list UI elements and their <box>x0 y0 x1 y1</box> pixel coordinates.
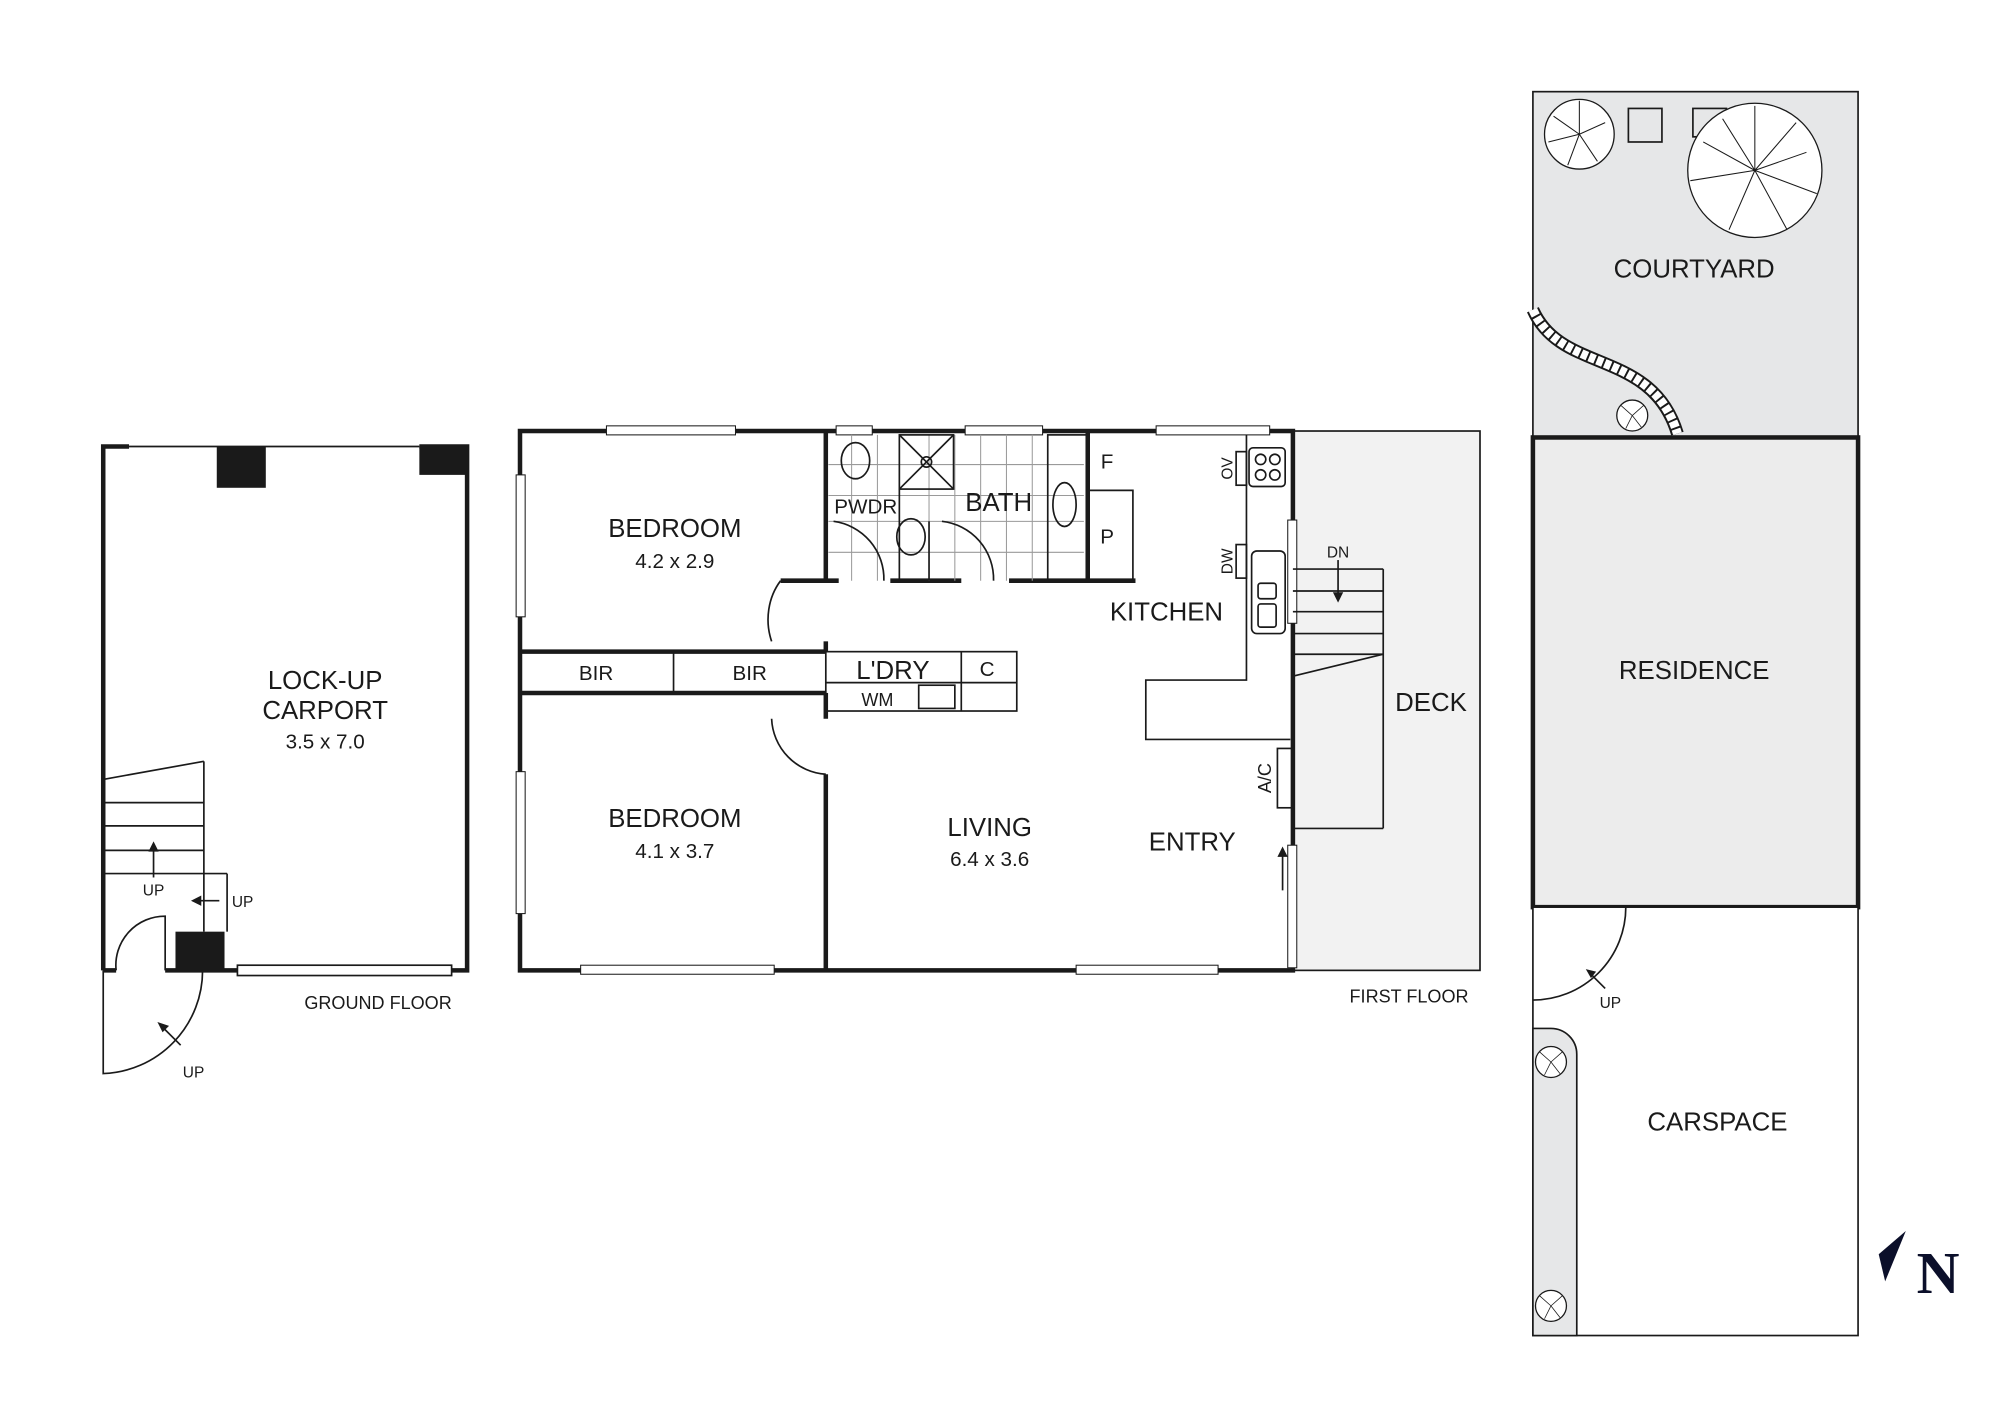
north-arrow-icon <box>1878 1231 1906 1282</box>
room-name-entry: ENTRY <box>1149 828 1236 856</box>
stair-up-label: UP <box>143 883 165 900</box>
tree-icon <box>1687 102 1823 239</box>
deck-stairs <box>1292 560 1385 830</box>
room-dims-living: 6.4 x 3.6 <box>950 848 1029 871</box>
ground-floor-caption: GROUND FLOOR <box>304 993 451 1013</box>
residence-area <box>1530 435 1861 910</box>
ground-floor-plan: UP UP UP LOCK-UP CARPORT 3.5 x 7.0 GROUN… <box>100 444 470 1081</box>
area-name-carspace: CARSPACE <box>1647 1108 1787 1136</box>
column <box>419 446 468 475</box>
column <box>216 446 266 488</box>
room-name-deck: DECK <box>1395 689 1467 717</box>
fridge-label: F <box>1101 450 1114 473</box>
stair-up-label: UP <box>183 1064 205 1081</box>
bath-tiles <box>828 434 1084 581</box>
garden-bed <box>1532 1027 1578 1337</box>
ground-stairs <box>103 760 228 932</box>
room-name-powder: PWDR <box>834 496 897 519</box>
area-name-courtyard: COURTYARD <box>1614 255 1775 283</box>
tree-icon <box>1534 1045 1568 1079</box>
cooktop <box>1248 446 1286 488</box>
stair-down-label: DN <box>1327 544 1349 561</box>
tree-icon <box>1543 98 1615 170</box>
dishwasher-label: DW <box>1219 548 1236 574</box>
carspace-area <box>1532 906 1859 1337</box>
windows <box>515 425 1298 975</box>
room-dims-bedroom-1: 4.2 x 2.9 <box>635 550 714 573</box>
room-dims-carport: 3.5 x 7.0 <box>286 730 365 753</box>
tree-icon <box>1534 1289 1568 1322</box>
shower <box>898 434 955 490</box>
column <box>175 931 225 971</box>
cupboard-label: C <box>980 658 995 681</box>
room-name-bath: BATH <box>965 489 1032 517</box>
washing-machine-label: WM <box>861 690 893 710</box>
toilet <box>840 441 871 480</box>
oven-label: OV <box>1219 457 1236 480</box>
sink <box>1250 550 1286 635</box>
area-name-residence: RESIDENCE <box>1619 657 1770 685</box>
tree-icon <box>1616 399 1649 432</box>
room-name-kitchen: KITCHEN <box>1110 599 1223 627</box>
bir-label: BIR <box>732 662 766 685</box>
first-floor-plan: BEDROOM 4.2 x 2.9 BEDROOM 4.1 x 3.7 LIVI… <box>515 425 1481 1007</box>
room-name-lockup: LOCK-UP <box>268 667 383 695</box>
room-name-carport: CARPORT <box>262 697 388 725</box>
toilet <box>895 517 926 556</box>
room-name-bedroom-2: BEDROOM <box>608 805 741 833</box>
room-dims-bedroom-2: 4.1 x 3.7 <box>635 840 714 863</box>
bir-label: BIR <box>579 662 613 685</box>
north-label: N <box>1917 1240 1960 1306</box>
room-name-bedroom-1: BEDROOM <box>608 515 741 543</box>
site-plan: COURTYARD RESIDENCE UP CARSPACE N <box>1527 90 1960 1337</box>
room-name-living: LIVING <box>947 814 1032 842</box>
pantry-label: P <box>1100 525 1114 548</box>
stair-up-label: UP <box>1600 995 1622 1012</box>
garage-roller-door <box>236 964 453 977</box>
first-floor-caption: FIRST FLOOR <box>1350 987 1469 1007</box>
stair-up-label: UP <box>232 894 254 911</box>
room-name-laundry: L'DRY <box>856 657 929 685</box>
aircon-label: A/C <box>1255 763 1275 793</box>
